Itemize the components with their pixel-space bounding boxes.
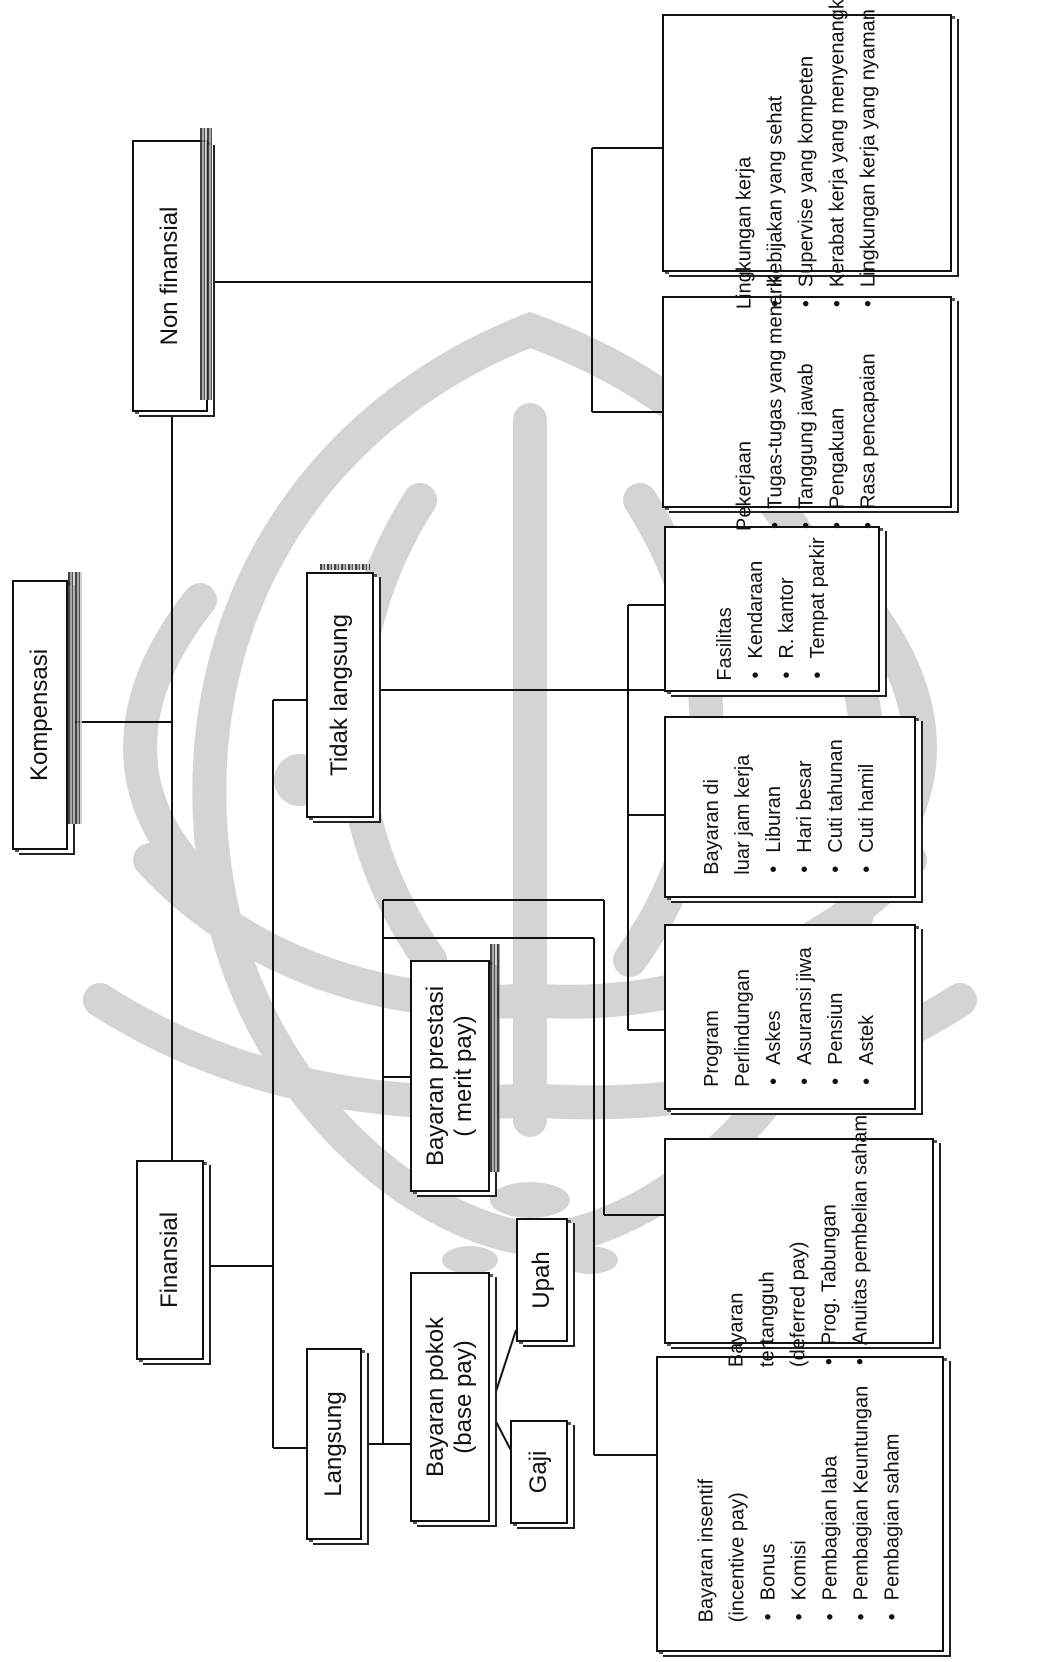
non-finansial-label: Non finansial — [156, 206, 183, 346]
bayaran-prestasi-line2: ( merit pay) — [450, 1015, 477, 1137]
lingkungan-kerja-content: Lingkungan kerja Kebijakan yang sehat Su… — [730, 0, 885, 309]
langsung-label: Langsung — [320, 1391, 347, 1497]
bayaran-prestasi-line1: Bayaran prestasi — [422, 985, 449, 1167]
program-perlindungan-card: Program Perlindungan Askes Asuransi jiwa… — [664, 924, 916, 1110]
list-item: Askes — [759, 947, 790, 1087]
list-item: Astek — [852, 947, 883, 1087]
list-item: Rasa pencapaian — [854, 273, 885, 531]
list-item: Hari besar — [790, 739, 821, 874]
program-perlindungan-content: Program Perlindungan Askes Asuransi jiwa… — [697, 947, 883, 1087]
finansial-label: Finansial — [156, 1211, 183, 1309]
card-title: Perlindungan — [732, 969, 754, 1087]
list-item: Komisi — [785, 1386, 816, 1623]
finansial-node: Finansial — [136, 1160, 204, 1360]
list-item: Cuti tahunan — [821, 739, 852, 874]
pekerjaan-content: Pekerjaan Tugas-tugas yang menarik Tangg… — [730, 273, 885, 531]
list-item: Kerabat kerja yang menyenangkan — [823, 0, 854, 309]
list-item: Prog. Tabungan — [815, 1115, 846, 1367]
gaji-label: Gaji — [525, 1450, 552, 1494]
pekerjaan-card: Pekerjaan Tugas-tugas yang menarik Tangg… — [662, 273, 952, 531]
bayaran-tertangguh-content: Bayaran tertangguh (deferred pay) Prog. … — [722, 1115, 877, 1367]
list-item: Pembagian Keuntungan — [847, 1386, 878, 1623]
bayaran-pokok-line1: Bayaran pokok — [422, 1316, 449, 1478]
list-item: Kebijakan yang sehat — [761, 0, 792, 309]
list-item: Tanggung jawab — [792, 273, 823, 531]
list-item: Pensiun — [821, 947, 852, 1087]
list-item: Kendaraan — [741, 537, 772, 680]
list-item: Tugas-tugas yang menarik — [761, 273, 792, 531]
card-title: Bayaran di — [701, 779, 723, 875]
scan-noise — [200, 128, 212, 400]
list-item: Tempat parkir — [803, 537, 834, 680]
bayaran-prestasi-text: Bayaran prestasi ( merit pay) — [422, 986, 478, 1166]
list-item: Liburan — [759, 739, 790, 874]
non-finansial-node: Non finansial — [132, 140, 208, 412]
card-title: Fasilitas — [714, 607, 736, 681]
list-item: Bonus — [754, 1386, 785, 1623]
tidak-langsung-label: Tidak langsung — [326, 614, 353, 776]
scan-noise — [490, 944, 500, 1172]
kompensasi-label: Kompensasi — [26, 648, 53, 782]
card-title: Pekerjaan — [733, 440, 756, 532]
card-title: (deferred pay) — [787, 1241, 810, 1368]
card-title: Program — [701, 1010, 723, 1087]
langsung-node: Langsung — [306, 1348, 362, 1540]
card-title: Bayaran insentif — [695, 1478, 718, 1623]
bayaran-luar-jam-content: Bayaran di luar jam kerja Liburan Hari b… — [697, 739, 883, 874]
bayaran-pokok-line2: (base pay) — [450, 1340, 477, 1454]
gaji-node: Gaji — [510, 1420, 568, 1524]
list-item: Cuti hamil — [852, 739, 883, 874]
tidak-langsung-node: Tidak langsung — [306, 572, 374, 818]
scan-noise — [68, 572, 82, 824]
list-item: R. kantor — [772, 537, 803, 680]
fasilitas-content: Fasilitas Kendaraan R. kantor Tempat par… — [710, 537, 834, 680]
card-title: (incentive pay) — [726, 1492, 749, 1623]
card-title: Bayaran — [725, 1292, 748, 1368]
bayaran-pokok-node: Bayaran pokok (base pay) — [410, 1272, 490, 1522]
list-item: Pengakuan — [823, 273, 854, 531]
bayaran-prestasi-node: Bayaran prestasi ( merit pay) — [410, 960, 490, 1192]
list-item: Supervise yang kompeten — [792, 0, 823, 309]
list-item: Pembagian laba — [816, 1386, 847, 1623]
scan-noise — [320, 564, 370, 570]
bayaran-insentif-card: Bayaran insentif (incentive pay) Bonus K… — [656, 1356, 944, 1652]
list-item: Anuitas pembelian saham — [846, 1115, 877, 1367]
bayaran-tertangguh-card: Bayaran tertangguh (deferred pay) Prog. … — [664, 1115, 934, 1367]
upah-node: Upah — [516, 1218, 568, 1342]
kompensasi-node: Kompensasi — [12, 580, 68, 850]
card-title: Lingkungan kerja — [733, 156, 756, 310]
lingkungan-kerja-card: Lingkungan kerja Kebijakan yang sehat Su… — [662, 0, 952, 309]
card-title: tertangguh — [756, 1271, 779, 1368]
list-item: Asuransi jiwa — [790, 947, 821, 1087]
fasilitas-card: Fasilitas Kendaraan R. kantor Tempat par… — [664, 526, 880, 692]
list-item: Lingkungan kerja yang nyaman — [854, 0, 885, 309]
card-title: luar jam kerja — [732, 754, 754, 875]
upah-label: Upah — [528, 1251, 555, 1309]
bayaran-insentif-content: Bayaran insentif (incentive pay) Bonus K… — [692, 1386, 909, 1623]
list-item: Pembagian saham — [878, 1386, 909, 1623]
bayaran-luar-jam-card: Bayaran di luar jam kerja Liburan Hari b… — [664, 716, 916, 898]
bayaran-pokok-text: Bayaran pokok (base pay) — [422, 1317, 478, 1477]
